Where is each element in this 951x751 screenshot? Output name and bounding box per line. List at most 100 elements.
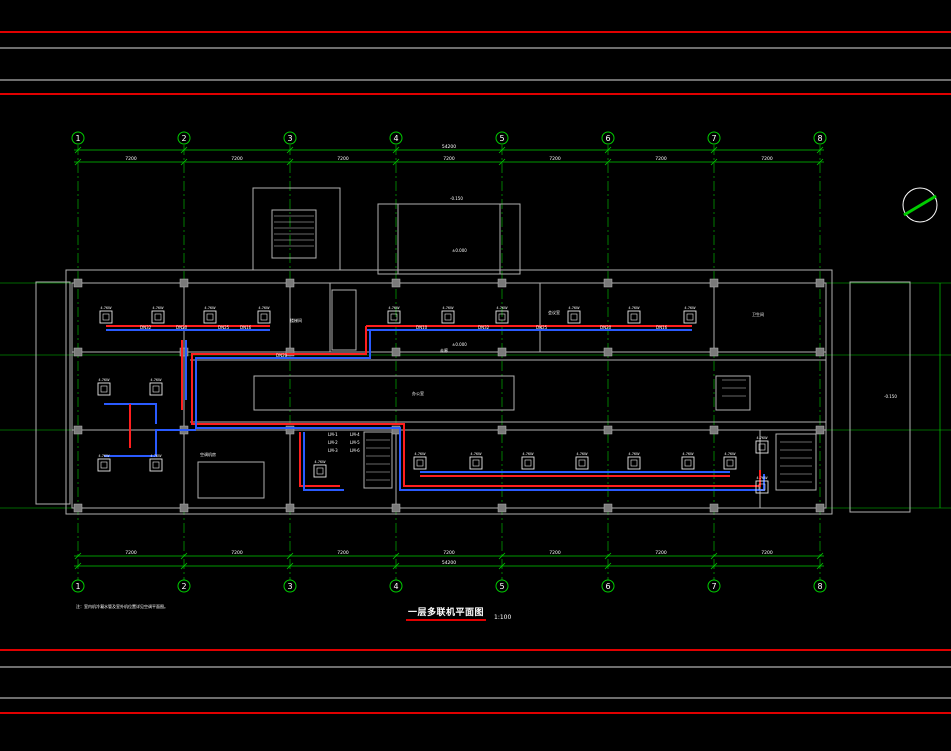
indoor-unit-grille — [686, 313, 694, 321]
column — [285, 425, 295, 435]
pipe-size-tag: DN25 — [218, 325, 230, 330]
indoor-unit-label: 4.7KW — [496, 306, 508, 310]
indoor-unit — [495, 310, 509, 324]
stair-hatch — [274, 215, 812, 483]
grid-bubble — [601, 131, 615, 145]
indoor-unit — [387, 310, 401, 324]
building-walls — [35, 187, 911, 515]
indoor-unit-label: 4.7KW — [568, 306, 580, 310]
column — [497, 278, 507, 288]
indoor-unit-grille — [416, 459, 424, 467]
column — [285, 347, 295, 357]
indoor-unit — [97, 382, 111, 396]
column — [179, 503, 189, 513]
elevation-mark: -0.150 — [884, 394, 897, 399]
indoor-unit — [441, 310, 455, 324]
indoor-unit-label: 4.7KW — [150, 378, 162, 382]
grid-axis-label: 2 — [181, 134, 186, 143]
indoor-unit — [97, 458, 111, 472]
indoor-unit-label: 4.7KW — [152, 306, 164, 310]
pipe-size-tag: DN10 — [416, 325, 428, 330]
indoor-unit-label: 4.7KW — [576, 452, 588, 456]
indoor-unit — [203, 310, 217, 324]
column — [179, 278, 189, 288]
indoor-unit-label: 4.7KW — [414, 452, 426, 456]
indoor-unit-label: 4.7KW — [522, 452, 534, 456]
grid-axis-label: 6 — [605, 582, 610, 591]
indoor-unit-label: 4.7KW — [682, 452, 694, 456]
dimension-total: 54200 — [442, 560, 456, 566]
indoor-unit-grille — [570, 313, 578, 321]
indoor-unit-label: 4.7KW — [100, 306, 112, 310]
indoor-unit-label: 4.7KW — [756, 476, 768, 480]
indoor-unit-grille — [726, 459, 734, 467]
drawing-title-block: 一层多联机平面图 1:100 — [406, 607, 511, 621]
grid-bubble — [813, 579, 827, 593]
column — [497, 347, 507, 357]
indoor-unit-grille — [758, 483, 766, 491]
dimension-value: 7200 — [655, 156, 667, 162]
grid-axis-label: 1 — [75, 134, 80, 143]
grid-axis-label: 8 — [817, 582, 822, 591]
indoor-unit — [99, 310, 113, 324]
room-label: 办公室 — [412, 390, 424, 396]
dimension-value: 7200 — [761, 550, 773, 556]
indoor-unit-label: 4.7KW — [684, 306, 696, 310]
sheet-border — [0, 31, 951, 714]
grid-axis-label: 4 — [393, 134, 398, 143]
indoor-unit-label: 4.7KW — [204, 306, 216, 310]
indoor-unit-label: 4.7KW — [314, 460, 326, 464]
branch-tag: LM-6 — [350, 448, 360, 453]
column — [815, 425, 825, 435]
elevation-mark: ±0.000 — [452, 342, 467, 347]
column — [603, 347, 613, 357]
grid-bubble — [389, 579, 403, 593]
grid-bubble — [707, 579, 721, 593]
pipe-size-tag: DN32 — [478, 325, 490, 330]
dimension-value: 7200 — [231, 156, 243, 162]
pipe-size-tag: DN16 — [240, 325, 252, 330]
column — [285, 503, 295, 513]
elevation-mark: ±0.000 — [452, 248, 467, 253]
column — [815, 347, 825, 357]
grid-bubble — [177, 131, 191, 145]
indoor-unit-label: 4.7KW — [98, 378, 110, 382]
branch-tag: LM-5 — [350, 440, 360, 445]
refrigerant-pipes — [104, 325, 765, 491]
grid-bubble — [177, 579, 191, 593]
pipe-size-tag: DN32 — [140, 325, 152, 330]
indoor-unit-label: 4.7KW — [628, 306, 640, 310]
pipe-size-tag: DN25 — [536, 325, 548, 330]
room-label: 楼梯间 — [290, 317, 302, 323]
indoor-unit — [755, 440, 769, 454]
grid-axis-label: 8 — [817, 134, 822, 143]
indoor-unit — [723, 456, 737, 470]
indoor-unit-grille — [100, 385, 108, 393]
column — [73, 425, 83, 435]
indoor-unit-grille — [630, 313, 638, 321]
indoor-unit-grille — [102, 313, 110, 321]
column — [603, 278, 613, 288]
drawing-title: 一层多联机平面图 — [406, 605, 487, 621]
indoor-unit-grille — [152, 461, 160, 469]
indoor-unit-label: 4.7KW — [756, 436, 768, 440]
room-label: 走廊 — [440, 347, 448, 353]
column — [391, 278, 401, 288]
indoor-unit — [313, 464, 327, 478]
grid-bubble — [283, 131, 297, 145]
indoor-unit — [575, 456, 589, 470]
indoor-unit — [469, 456, 483, 470]
pipe-size-tag: DN20 — [600, 325, 612, 330]
indoor-unit-grille — [316, 467, 324, 475]
indoor-unit-grille — [154, 313, 162, 321]
indoor-unit-grille — [524, 459, 532, 467]
column — [709, 347, 719, 357]
indoor-unit — [627, 310, 641, 324]
dimension-value: 7200 — [337, 156, 349, 162]
indoor-unit-grille — [630, 459, 638, 467]
grid-axis-label: 7 — [711, 134, 716, 143]
indoor-unit-grille — [444, 313, 452, 321]
column — [709, 425, 719, 435]
indoor-unit-grille — [206, 313, 214, 321]
